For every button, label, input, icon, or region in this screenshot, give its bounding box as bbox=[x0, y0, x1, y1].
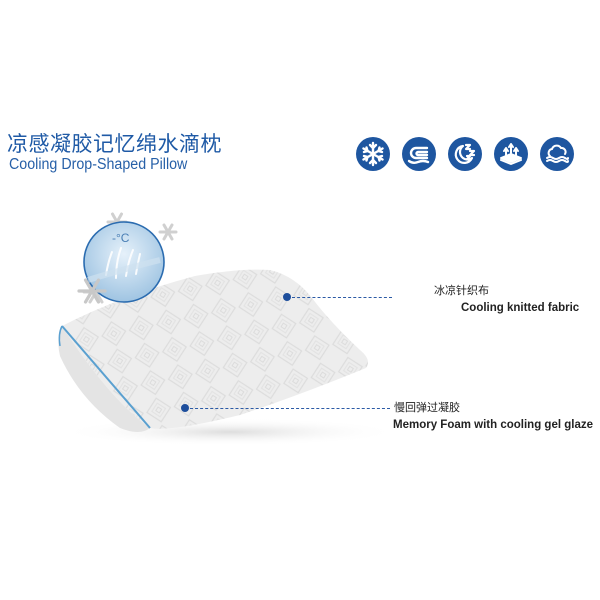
callout-dot-foam bbox=[181, 404, 189, 412]
callout-foam-en: Memory Foam with cooling gel glaze bbox=[393, 419, 593, 431]
page-title-cn: 凉感凝胶记忆绵水滴枕 bbox=[7, 132, 222, 156]
pillow-illustration: -°C bbox=[58, 212, 400, 446]
callout-dot-fabric bbox=[283, 293, 291, 301]
callout-line-fabric bbox=[292, 297, 392, 298]
callout-line-foam bbox=[190, 408, 390, 409]
callout-fabric-en: Cooling knitted fabric bbox=[461, 302, 580, 314]
sleep-moon-icon bbox=[448, 137, 482, 171]
page-title-en: Cooling Drop-Shaped Pillow bbox=[9, 156, 188, 173]
feature-icons bbox=[356, 137, 574, 171]
cooling-badge-text: -°C bbox=[112, 231, 130, 245]
cloud-wave-icon bbox=[540, 137, 574, 171]
memory-foam-hand-icon bbox=[402, 137, 436, 171]
callout-fabric-cn: 冰凉针织布 bbox=[434, 284, 489, 297]
breathable-layer-icon bbox=[494, 137, 528, 171]
snowflake-icon bbox=[356, 137, 390, 171]
callout-foam-cn: 慢回弹过凝胶 bbox=[394, 401, 460, 414]
